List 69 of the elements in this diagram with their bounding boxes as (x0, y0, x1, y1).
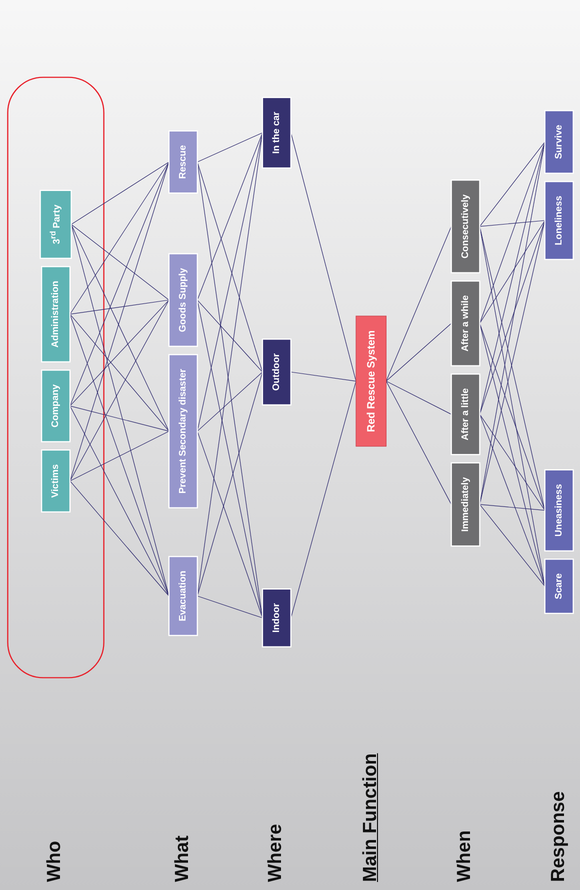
connector (478, 142, 545, 415)
connector (196, 132, 262, 432)
connector (385, 323, 452, 382)
node-box: Consecutively (450, 180, 480, 274)
connector (69, 300, 169, 406)
connector (478, 142, 545, 227)
connector (478, 220, 545, 227)
connector (196, 430, 262, 618)
node-box: Immediately (450, 462, 480, 547)
node-box: Uneasiness (544, 469, 574, 552)
node-box: Loneliness (544, 180, 574, 260)
connector (196, 300, 262, 372)
connector (69, 430, 169, 482)
node-box: After a little (450, 373, 480, 456)
connector (69, 314, 169, 432)
node-box: Rescue (168, 130, 198, 194)
connector (478, 414, 545, 587)
connector (69, 300, 169, 482)
row-heading: Response (548, 791, 570, 882)
node-box: Survive (544, 110, 574, 174)
node-box: In the car (261, 96, 291, 169)
node-box: Red Rescue System (355, 316, 386, 447)
connector (70, 224, 169, 300)
connector (69, 480, 169, 596)
node-box: Prevent Secondary disaster (168, 354, 198, 508)
connector (478, 414, 545, 511)
connector (70, 224, 169, 596)
connector (69, 162, 169, 315)
row-heading: What (172, 836, 194, 882)
connector (69, 314, 169, 596)
row-heading: When (454, 830, 476, 882)
node-box: Victims (40, 449, 70, 513)
connector (196, 162, 262, 372)
connector (70, 224, 169, 432)
connector (290, 372, 356, 382)
connector (69, 162, 169, 482)
node-box: After a while (450, 280, 480, 366)
connector (385, 380, 452, 415)
connector (69, 406, 169, 432)
node-box: Outdoor (261, 338, 291, 406)
row-heading: Main Function (360, 753, 382, 882)
cluster (6, 76, 104, 678)
connector (478, 323, 545, 511)
connector (478, 142, 545, 324)
node-box: Indoor (261, 588, 291, 648)
connector (385, 380, 452, 505)
connector (196, 372, 262, 596)
connector (69, 162, 169, 406)
connector (478, 220, 545, 324)
row-heading: Where (265, 824, 288, 882)
row-heading: Who (44, 840, 66, 882)
connector (478, 323, 545, 587)
connector (196, 300, 262, 618)
connector (290, 132, 356, 382)
connector (69, 300, 169, 315)
connector (196, 132, 262, 162)
connector (70, 162, 169, 225)
node-box: Goods Supply (168, 253, 198, 347)
connector (478, 220, 545, 415)
node-box: Administration (40, 266, 70, 362)
node-box: Company (40, 370, 70, 442)
node-box: Evacuation (168, 556, 198, 636)
connector (196, 372, 262, 432)
node-box: Scare (544, 558, 574, 614)
connector (196, 596, 262, 618)
connector (69, 406, 169, 596)
connector (478, 504, 545, 587)
connector (478, 504, 545, 511)
connector (196, 132, 262, 300)
